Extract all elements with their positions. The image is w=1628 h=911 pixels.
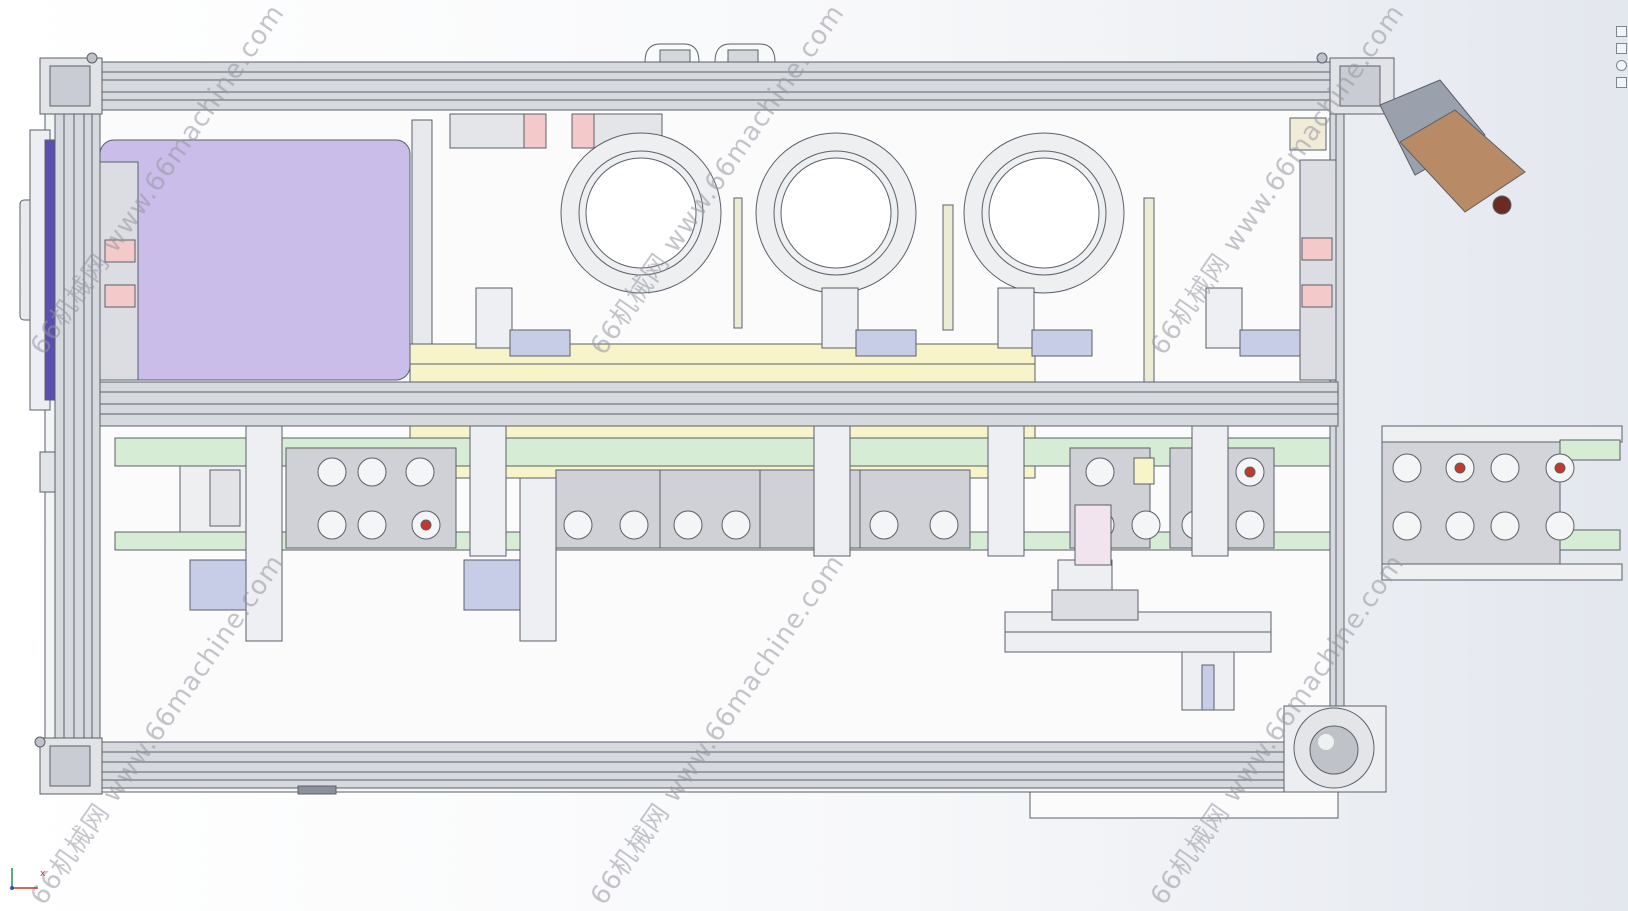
frame-bottom-profile bbox=[44, 741, 1341, 789]
reference-triad: x bbox=[8, 866, 48, 892]
frame-top-profile bbox=[44, 61, 1341, 111]
brown-motor-box bbox=[1399, 109, 1526, 213]
reference-triad-icon bbox=[10, 868, 38, 890]
view-toolbar bbox=[1615, 22, 1628, 118]
yellow-rail bbox=[409, 343, 1036, 383]
hide-show-icon[interactable] bbox=[1616, 60, 1627, 71]
linear-slider bbox=[475, 287, 513, 349]
triad-axis-label: x bbox=[40, 869, 46, 879]
appearance-icon[interactable] bbox=[1616, 77, 1627, 88]
display-style-icon[interactable] bbox=[1616, 43, 1627, 54]
motor-connector bbox=[1492, 195, 1512, 215]
linear-slider bbox=[997, 287, 1035, 349]
top-clip bbox=[644, 43, 776, 63]
bottom-tray bbox=[1029, 791, 1339, 819]
vertical-slider bbox=[519, 477, 557, 642]
linear-slider bbox=[821, 287, 859, 349]
frame-left-profile bbox=[54, 61, 101, 793]
view-orientation-icon[interactable] bbox=[1616, 26, 1627, 37]
purple-panel bbox=[99, 139, 411, 381]
vertical-slider bbox=[245, 425, 283, 642]
linear-slider bbox=[1205, 287, 1243, 349]
